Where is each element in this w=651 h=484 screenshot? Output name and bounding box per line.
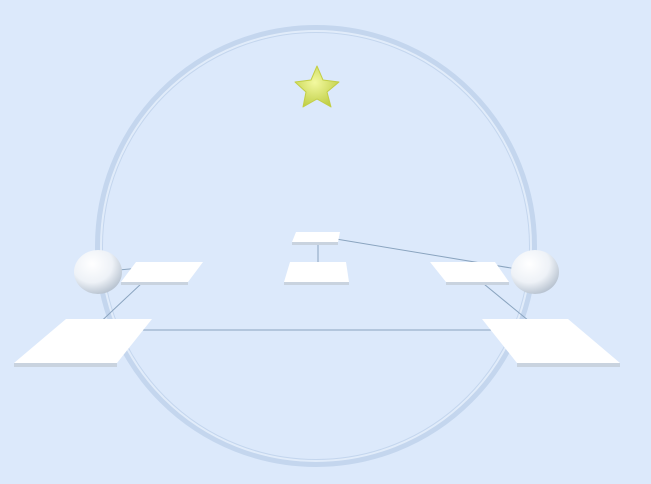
sphere-left[interactable]	[74, 250, 122, 294]
sphere-icon	[74, 250, 122, 294]
star-goal[interactable]	[294, 65, 340, 108]
sphere-right[interactable]	[511, 250, 559, 294]
star-icon	[294, 65, 340, 108]
platform-right-small[interactable]	[430, 262, 509, 285]
sphere-icon	[511, 250, 559, 294]
string-top-right	[317, 235, 536, 273]
platform-left-small[interactable]	[121, 262, 203, 285]
platform-right-large[interactable]	[482, 319, 620, 367]
orbit-ring	[95, 25, 537, 467]
platform-center[interactable]	[284, 262, 349, 285]
platform-top-center[interactable]	[292, 232, 340, 245]
platform-left-large[interactable]	[14, 319, 152, 367]
